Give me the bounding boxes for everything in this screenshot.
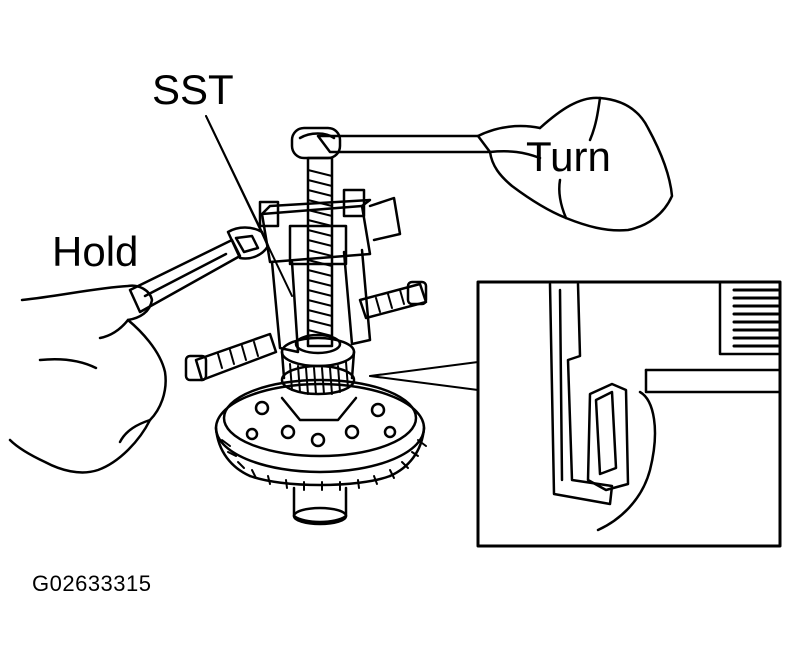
left-hand: [8, 284, 167, 474]
puller-body: [184, 188, 428, 382]
detail-inset: [476, 280, 782, 548]
turn-label: Turn: [526, 133, 611, 180]
hold-label: Hold: [52, 228, 139, 275]
callout-pointer: [369, 361, 479, 391]
right-hand: [488, 96, 674, 232]
bearing: [280, 333, 356, 396]
differential-case: [214, 378, 427, 526]
sst-label: SST: [152, 66, 234, 113]
figure-code: G02633315: [32, 571, 152, 596]
holding-wrench: [128, 226, 270, 314]
forcing-screw: [306, 156, 334, 348]
turn-handle: [290, 124, 542, 160]
sst-leader-lines: [205, 115, 293, 297]
